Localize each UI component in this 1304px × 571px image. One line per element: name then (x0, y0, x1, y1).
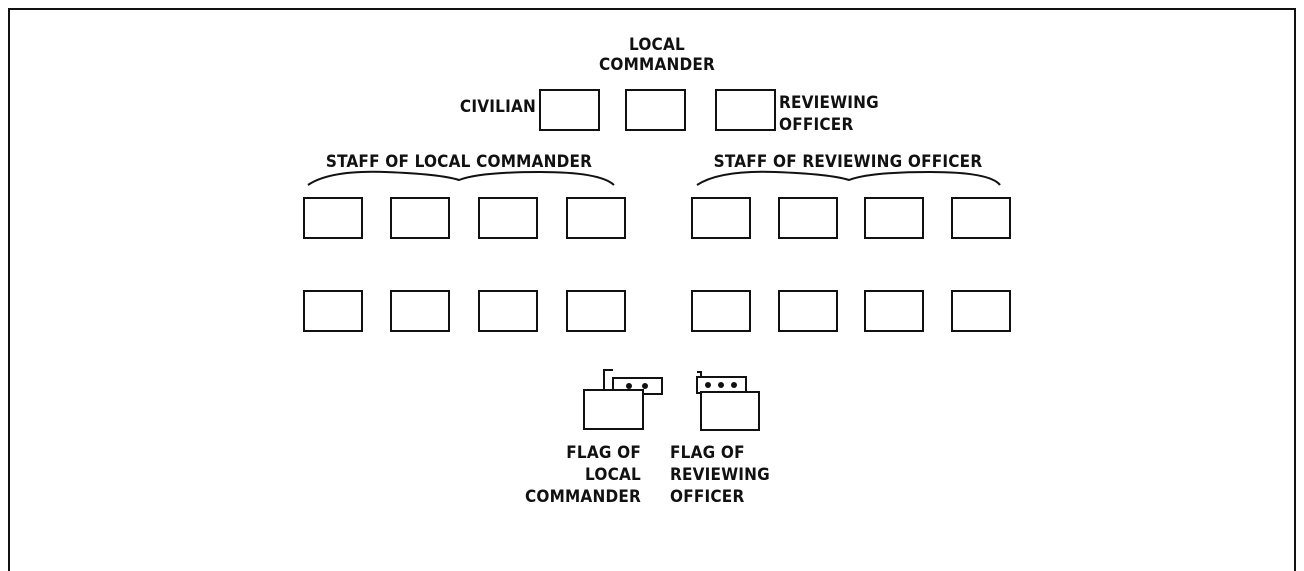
flag-reviewing-officer: FLAG OF REVIEWING OFFICER (670, 371, 770, 507)
staff-position-box (478, 290, 538, 332)
civilian-label: CIVILIAN (460, 97, 536, 117)
flag-local-label-line3: COMMANDER (525, 487, 641, 507)
reviewing-officer-position-box (715, 89, 776, 131)
staff-local-commander-heading: STAFF OF LOCAL COMMANDER (326, 152, 592, 172)
staff-position-box (864, 290, 924, 332)
staff-position-box (478, 197, 538, 239)
flag-staff (603, 369, 613, 390)
staff-reviewing-officer-row-2 (691, 290, 1011, 332)
staff-reviewing-officer-heading: STAFF OF REVIEWING OFFICER (714, 152, 983, 172)
flag-star (642, 383, 648, 389)
staff-local-commander-row-2 (303, 290, 626, 332)
flag-local-commander: FLAG OF LOCAL COMMANDER (525, 369, 663, 507)
staff-position-box (691, 290, 751, 332)
flag-local-label-line2: LOCAL (585, 465, 641, 485)
staff-position-box (951, 197, 1011, 239)
staff-position-box (778, 290, 838, 332)
flag-star (705, 382, 711, 388)
staff-position-box (303, 197, 363, 239)
local-commander-position-box (625, 89, 686, 131)
staff-reviewing-officer-row-1 (691, 197, 1011, 239)
civilian-position-box (539, 89, 600, 131)
flag-reviewing-label-line1: FLAG OF (670, 443, 745, 463)
flag-star (626, 383, 632, 389)
flag-star (718, 382, 724, 388)
local-commander-label-line1: LOCAL (629, 35, 685, 55)
staff-local-commander-brace (307, 170, 615, 186)
staff-position-box (390, 197, 450, 239)
staff-position-box (566, 290, 626, 332)
flag-reviewing-label-line2: REVIEWING (670, 465, 770, 485)
staff-position-box (566, 197, 626, 239)
staff-position-box (691, 197, 751, 239)
local-commander-label-line2: COMMANDER (599, 55, 715, 75)
staff-position-box (951, 290, 1011, 332)
reviewing-officer-label-line1: REVIEWING (779, 93, 879, 113)
flag-star (731, 382, 737, 388)
flag-stars (626, 383, 648, 389)
flag-reviewing-label-line3: OFFICER (670, 487, 744, 507)
staff-position-box (864, 197, 924, 239)
flag-stars (705, 382, 737, 388)
staff-reviewing-officer-brace (696, 170, 1001, 186)
staff-position-box (778, 197, 838, 239)
staff-position-box (390, 290, 450, 332)
flag-position-box (583, 389, 644, 430)
flag-position-box (700, 391, 760, 431)
flag-local-label-line1: FLAG OF (566, 443, 641, 463)
reviewing-officer-label-line2: OFFICER (779, 115, 853, 135)
staff-position-box (303, 290, 363, 332)
staff-local-commander-row-1 (303, 197, 626, 239)
